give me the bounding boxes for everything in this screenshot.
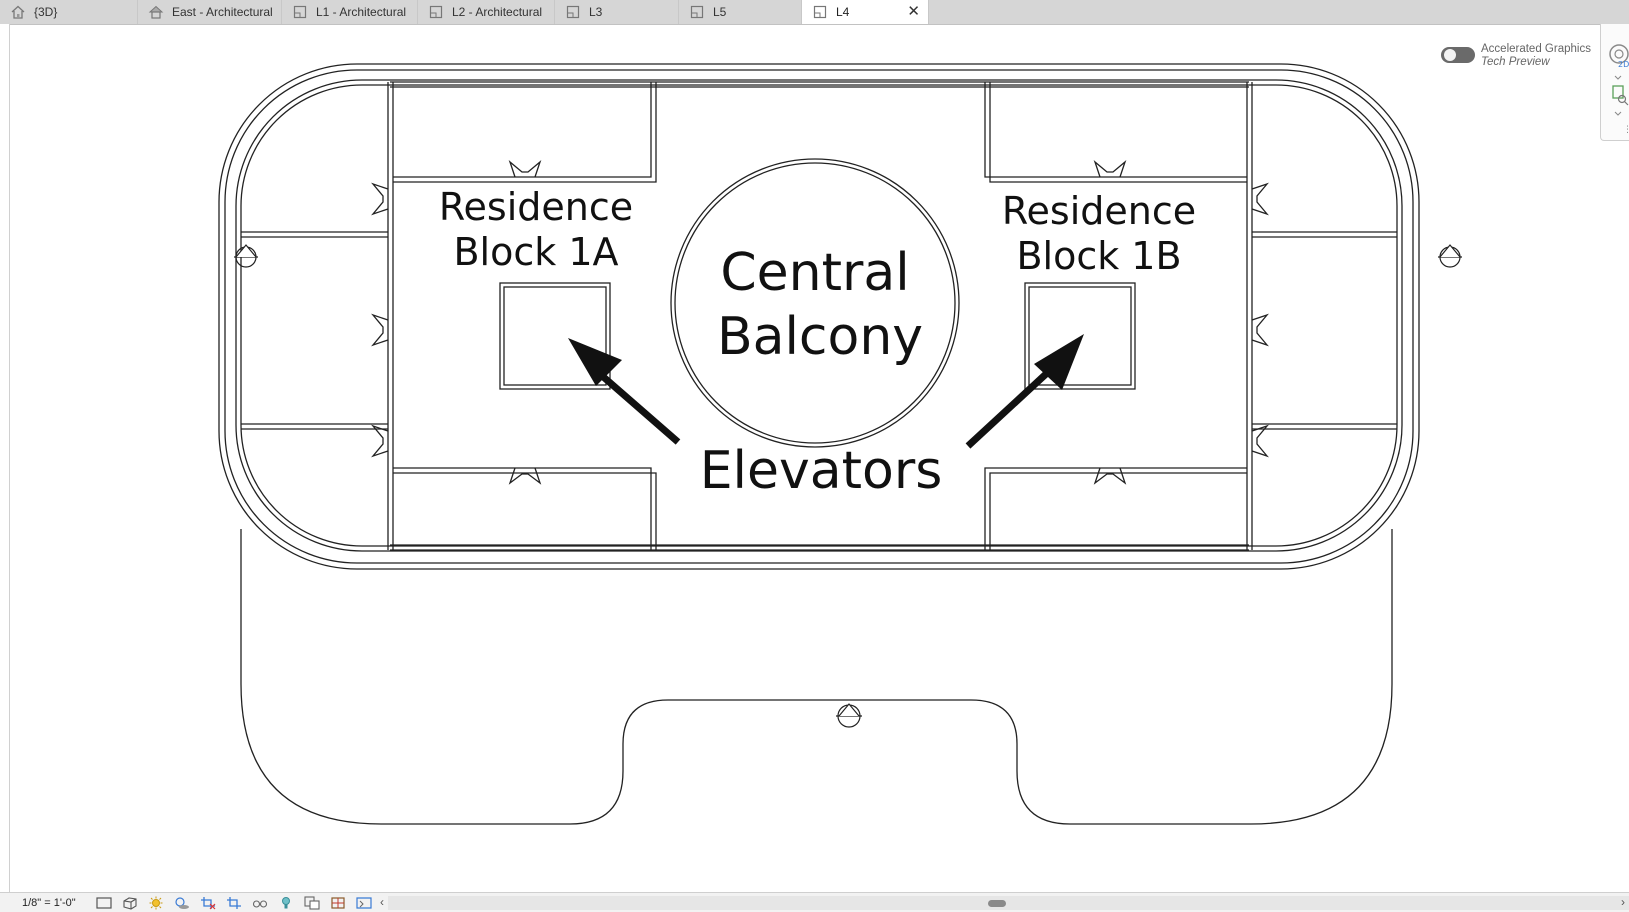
navigation-bar: 2D ⋮ [1600,24,1629,141]
tab-label: L2 - Architectural [452,5,543,19]
tab-l4[interactable]: L4 ✕ [802,0,929,24]
tab-label: L1 - Architectural [316,5,407,19]
detail-level-icon[interactable] [94,894,114,912]
scroll-right-icon[interactable]: › [1621,895,1625,909]
sun-path-icon[interactable] [146,894,166,912]
tab-label: L4 [836,5,850,19]
floor-plan-icon [429,5,443,19]
elevation-marker-east[interactable] [1438,244,1462,268]
tab-label: East - Architectural [172,5,273,19]
elevators-label: Elevators [700,441,943,501]
view-left-border [0,24,10,894]
zoom-region-icon[interactable] [1612,85,1629,116]
toggle-knob [1444,49,1456,61]
elevator-shaft-a-inner [503,286,607,386]
accelerated-graphics-text: Accelerated Graphics Tech Preview [1481,43,1591,69]
floor-plan-icon [813,5,827,19]
arrow-to-elevator-b [965,334,1084,449]
tower-outline-inner [224,69,1414,564]
tab-l2-architectural[interactable]: L2 - Architectural [418,0,555,24]
reveal-hidden-icon[interactable] [276,894,296,912]
temporary-hide-icon[interactable] [250,894,270,912]
accelerated-graphics-toggle[interactable] [1441,47,1475,63]
view-tab-bar: {3D} East - Architectural L1 - Architect… [0,0,1629,25]
scrollbar-thumb[interactable] [988,900,1006,907]
elevator-shaft-b-outer [1024,282,1136,390]
accelerated-graphics-subtitle: Tech Preview [1481,56,1550,68]
elevation-icon [148,5,164,19]
tab-l5[interactable]: L5 [679,0,802,24]
horizontal-scrollbar[interactable]: ‹ › [380,895,1629,910]
central-balcony-label-line1: Central [720,243,909,303]
home-icon [11,5,25,19]
elevation-marker-south[interactable] [836,703,862,728]
tab-3d[interactable]: {3D} [0,0,138,24]
navbar-2d-label: 2D [1618,60,1629,69]
svg-text:⋮: ⋮ [1623,125,1629,135]
elevation-marker-west[interactable] [234,244,258,268]
floor-plan-drawing: Residence Block 1A Residence Block 1B Ce… [218,63,1462,825]
crop-view-icon[interactable] [198,894,218,912]
accelerated-graphics-title: Accelerated Graphics [1481,43,1591,55]
tab-east-architectural[interactable]: East - Architectural [138,0,282,24]
temporary-view-properties-icon[interactable] [302,894,322,912]
shadows-icon[interactable] [172,894,192,912]
tab-label: L3 [589,5,603,19]
arrow-to-elevator-a [568,338,681,445]
view-control-icons [94,894,380,912]
view-scale[interactable]: 1/8" = 1'-0" [22,897,76,909]
accelerated-graphics-panel: Accelerated Graphics Tech Preview [1441,43,1591,69]
core-wall-outer [235,79,1403,552]
steering-wheel-icon[interactable]: 2D [1609,44,1629,80]
tower-outline-outer [218,63,1420,570]
analytical-model-icon[interactable] [328,894,348,912]
floor-plan-icon [566,5,580,19]
elevator-shaft-b-inner [1028,286,1132,386]
close-tab-icon[interactable]: ✕ [907,3,920,20]
podium-outline [240,529,1393,825]
visual-style-icon[interactable] [120,894,140,912]
residence-block-1a-label-line1: Residence [439,185,633,229]
residence-block-1b-label-line1: Residence [1002,189,1196,233]
central-balcony-circle [670,158,960,448]
core-wall-inner [240,84,1398,547]
highlight-displacement-icon[interactable] [354,894,374,912]
floor-plan-icon [293,5,307,19]
floor-plan-icon [690,5,704,19]
drawing-canvas[interactable]: Residence Block 1A Residence Block 1B Ce… [10,24,1629,892]
scroll-left-icon[interactable]: ‹ [380,895,384,909]
residence-block-1a-label-line2: Block 1A [453,230,618,274]
elevator-shaft-a-outer [499,282,611,390]
tab-l3[interactable]: L3 [555,0,679,24]
tab-label: {3D} [34,5,58,19]
view-control-bar: 1/8" = 1'-0" [0,892,1629,912]
show-crop-region-icon[interactable] [224,894,244,912]
residence-block-1b-label-line2: Block 1B [1016,234,1181,278]
tab-l1-architectural[interactable]: L1 - Architectural [282,0,418,24]
central-balcony-label-line2: Balcony [717,307,923,367]
tab-label: L5 [713,5,727,19]
